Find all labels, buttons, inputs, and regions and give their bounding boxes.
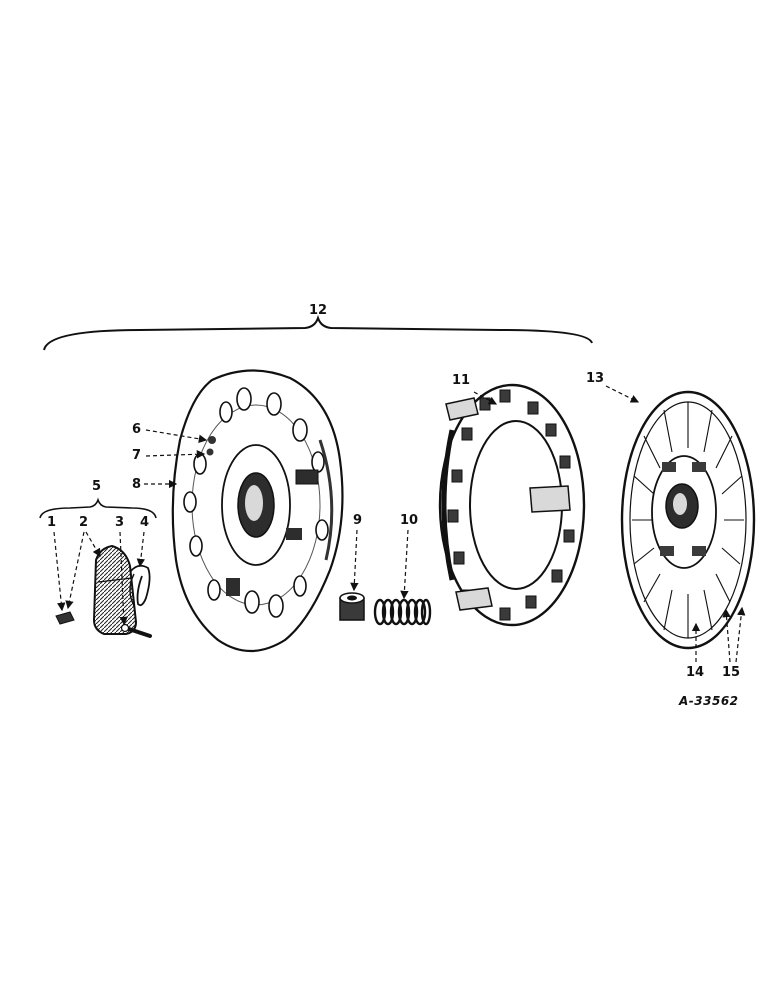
leader-10 (400, 529, 409, 600)
leader-13 (605, 385, 640, 403)
callout-6: 6 (132, 422, 142, 437)
callout-3: 3 (115, 515, 125, 530)
callout-15: 15 (722, 665, 741, 680)
leader-6 (145, 429, 208, 443)
callout-11: 11 (452, 373, 471, 388)
part-1-pin (55, 611, 75, 625)
part-3-lever-pin (120, 623, 152, 638)
leader-2a (65, 531, 85, 610)
part-11-pressure-plate (438, 383, 586, 627)
part-8-cover-plate (171, 369, 344, 652)
leader-2b (85, 531, 101, 558)
leader-15a (722, 608, 731, 663)
callout-7: 7 (132, 448, 142, 463)
figure-code: A-33562 (679, 694, 739, 708)
group-brace-12 (43, 314, 593, 351)
leader-4 (136, 531, 146, 568)
part-10-spring (373, 598, 432, 626)
callout-5: 5 (92, 479, 102, 494)
callout-1: 1 (47, 515, 57, 530)
callout-12: 12 (309, 303, 328, 318)
callout-14: 14 (686, 665, 705, 680)
leader-15b (735, 606, 746, 663)
leader-lines (53, 385, 746, 663)
callout-4: 4 (140, 515, 150, 530)
leader-9 (350, 529, 359, 592)
callout-10: 10 (400, 513, 419, 528)
disc-facing-segments (632, 402, 744, 638)
part-13-driven-disc (620, 390, 756, 650)
cover-plate-holes (183, 387, 329, 618)
leader-1 (53, 531, 66, 612)
part-9-nut (339, 592, 365, 621)
leader-3 (119, 531, 128, 626)
leader-7 (145, 450, 206, 459)
part-2-release-lever (92, 544, 138, 635)
callout-13: 13 (586, 371, 605, 386)
callout-2: 2 (79, 515, 89, 530)
callout-9: 9 (353, 513, 363, 528)
callout-8: 8 (132, 477, 142, 492)
group-brace-5 (39, 497, 157, 519)
